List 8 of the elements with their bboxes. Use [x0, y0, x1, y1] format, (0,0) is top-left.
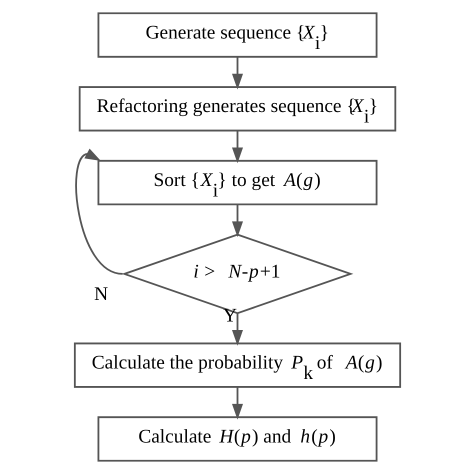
- node-box: Calculate H(p) and h(p): [97, 416, 377, 462]
- arrow: [74, 148, 122, 275]
- edge-label: N: [94, 284, 108, 306]
- arrow: [231, 130, 243, 164]
- arrow: [231, 56, 243, 90]
- arrow: [231, 387, 243, 420]
- arrow: [231, 313, 243, 346]
- arrow: [231, 204, 243, 238]
